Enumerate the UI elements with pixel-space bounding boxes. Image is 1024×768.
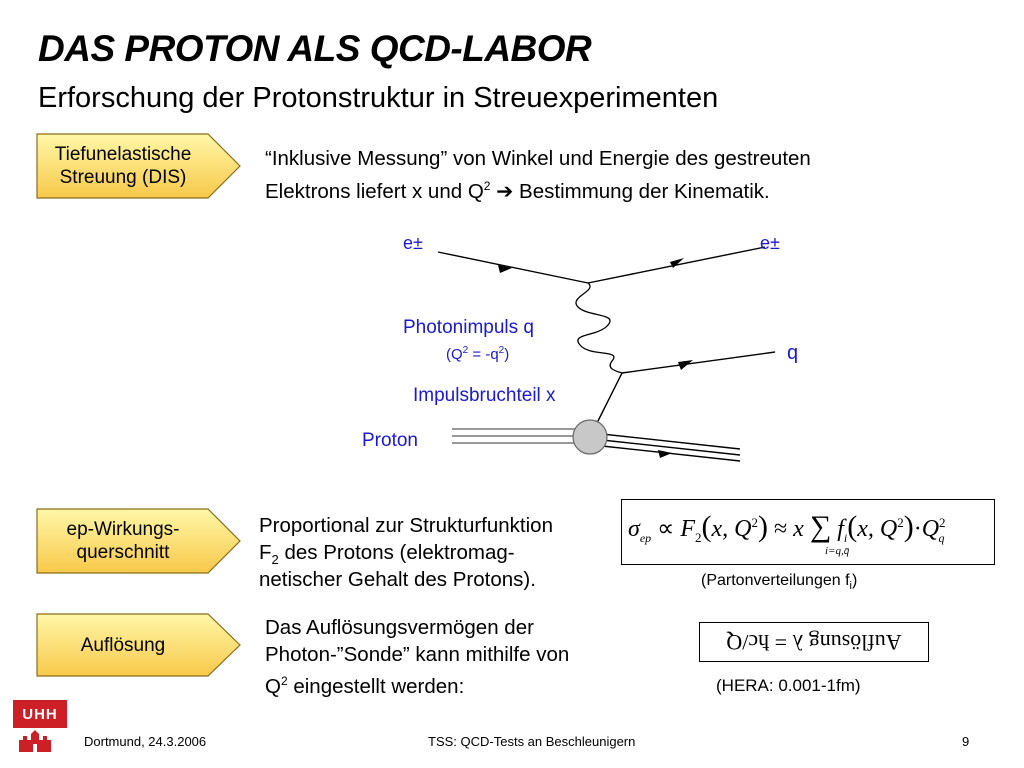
castle-icon: [13, 728, 67, 754]
photon-line: [575, 282, 623, 374]
resolution-arrow-box: Auflösung: [36, 613, 242, 677]
dis-arrow-box: Tiefunelastische Streuung (DIS): [36, 133, 242, 199]
dis-label-line1: Tiefunelastische: [54, 144, 192, 165]
arrow-shape: [36, 133, 241, 199]
remnant-line-3: [601, 445, 741, 462]
arrow-shape: [36, 508, 241, 574]
remnant-line-1: [601, 433, 741, 450]
quark-label: q: [787, 342, 799, 364]
photon-momentum-label: Photonimpuls q: [403, 317, 534, 338]
ep-label-line2: querschnitt: [76, 542, 170, 563]
sum-index: i=q,q̄: [825, 545, 850, 557]
ep-label-line1: ep-Wirkungs-: [66, 519, 180, 540]
arrow-shape: [36, 613, 241, 677]
q2-definition-label: (Q2 = -q2): [446, 345, 510, 363]
dis-feynman-diagram: [437, 246, 776, 462]
electron-in-label: e±: [403, 233, 423, 253]
quark-line: [621, 351, 776, 374]
electron-out-label: e±: [760, 233, 780, 253]
remnant-arrow: [658, 450, 672, 458]
ep-text-line3: netischer Gehalt des Protons).: [259, 568, 536, 591]
resolution-label: Auflösung: [80, 634, 166, 656]
intro-line2: Elektrons liefert x und Q2 ➔ Bestimmung …: [265, 179, 770, 203]
outgoing-electron-arrow: [670, 258, 684, 268]
intro-line1: “Inklusive Messung” von Winkel und Energ…: [265, 147, 811, 170]
resolution-formula: Auflösung λ = ħc/Q: [699, 622, 929, 662]
ep-text-line1: Proportional zur Strukturfunktion: [259, 514, 553, 537]
resolution-text-line3: Q2 eingestellt werden:: [265, 674, 465, 698]
dis-label-line2: Streuung (DIS): [59, 167, 187, 188]
footer-date: Dortmund, 24.3.2006: [84, 734, 207, 749]
resolution-formula-text: Auflösung λ = ħc/Q: [726, 630, 902, 655]
parton-distribution-note: (Partonverteilungen fi): [701, 572, 858, 593]
uhh-logo-text: UHH: [13, 700, 67, 728]
ep-text-line2: F2 des Protons (elektromag-: [259, 541, 515, 568]
momentum-fraction-label: Impulsbruchteil x: [413, 385, 556, 406]
proton-blob: [572, 419, 608, 455]
footer-talk-title: TSS: QCD-Tests an Beschleunigern: [428, 734, 636, 749]
uhh-logo: UHH: [13, 700, 67, 754]
cross-section-formula: σep ∝ F2(x, Q2) ≈ x ∑ fi(x, Q2)·Q2q i=q,…: [621, 499, 995, 565]
page-title: DAS PROTON ALS QCD-LABOR: [38, 28, 592, 69]
ep-arrow-box: ep-Wirkungs- querschnitt: [36, 508, 242, 574]
page-number: 9: [962, 734, 970, 749]
resolution-text-line2: Photon-”Sonde” kann mithilfe von: [265, 643, 570, 666]
outgoing-electron-line: [587, 246, 766, 284]
page-subtitle: Erforschung der Protonstruktur in Streue…: [38, 82, 719, 114]
quark-arrow: [678, 360, 693, 370]
incoming-electron-arrow: [498, 265, 512, 273]
resolution-text-line1: Das Auflösungsvermögen der: [265, 616, 534, 639]
remnant-line-2: [601, 439, 741, 456]
incoming-electron-line: [437, 251, 589, 284]
proton-label: Proton: [362, 430, 418, 451]
hera-note: (HERA: 0.001-1fm): [716, 676, 861, 695]
arrow-right-icon: ➔: [496, 179, 514, 203]
